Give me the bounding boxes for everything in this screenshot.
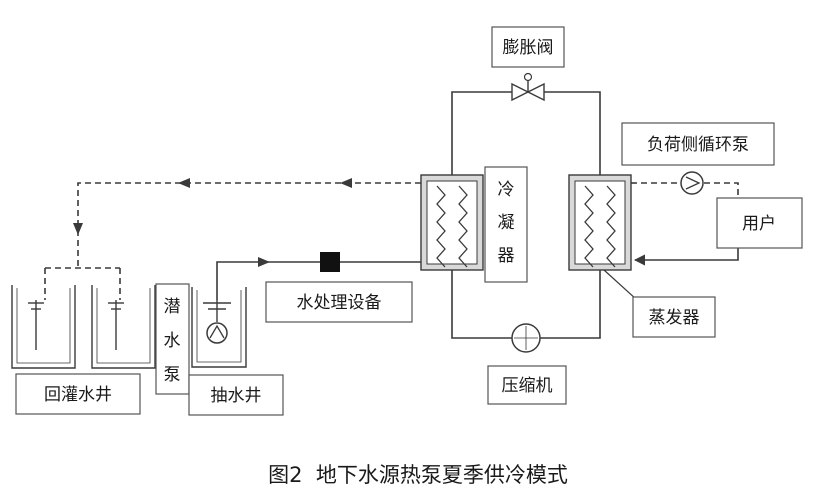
load-pump-label-box	[621, 122, 775, 166]
compressor-icon	[511, 323, 541, 353]
submersible-pump-icon	[206, 322, 228, 344]
condenser-label-box	[484, 166, 528, 283]
flow-arrow	[258, 257, 270, 267]
water-treatment-label-box	[265, 281, 413, 323]
pumping-well-label: 抽水井	[211, 386, 262, 406]
condenser-hx	[420, 174, 484, 271]
evaporator-label: 蒸发器	[649, 308, 700, 328]
flow-arrow	[178, 178, 190, 188]
pumping-well-label-box	[188, 374, 284, 416]
water-treatment-icon	[320, 252, 340, 272]
load-pump-icon	[680, 171, 704, 195]
figure-caption: 图2 地下水源热泵夏季供冷模式	[268, 463, 568, 487]
condenser-label-2: 凝	[498, 213, 515, 233]
load-pump-label: 负荷侧循环泵	[647, 135, 749, 155]
return-water-pipe	[45, 182, 421, 269]
flow-arrow	[73, 223, 83, 235]
recharge-well-label-box	[15, 373, 141, 415]
water-treatment-label: 水处理设备	[297, 293, 382, 313]
submersible-pump-label-2: 水	[164, 331, 181, 351]
load-side-pipes	[631, 182, 739, 261]
submersible-pump-label-box	[155, 283, 190, 395]
recharge-well-right	[91, 285, 156, 369]
condenser-label-1: 冷	[498, 180, 515, 200]
expansion-valve-icon	[511, 72, 545, 102]
expansion-valve-label-box	[491, 26, 565, 68]
recharge-well-left	[11, 285, 76, 369]
evaporator-label-box	[632, 296, 716, 338]
user-box	[716, 197, 803, 249]
compressor-label: 压缩机	[502, 376, 553, 396]
condenser-label-3: 器	[498, 246, 515, 266]
recharge-well-label: 回灌水井	[44, 385, 112, 405]
compressor-label-box	[487, 365, 567, 405]
submersible-pump-label-1: 潜	[164, 297, 181, 317]
pumping-well	[191, 287, 247, 368]
supply-water-pipe	[216, 261, 421, 300]
submersible-pump-label-3: 泵	[164, 365, 181, 385]
expansion-valve-label: 膨胀阀	[503, 38, 554, 58]
evaporator-hx	[568, 174, 632, 271]
flow-arrow	[340, 178, 352, 188]
user-label: 用户	[742, 214, 776, 234]
